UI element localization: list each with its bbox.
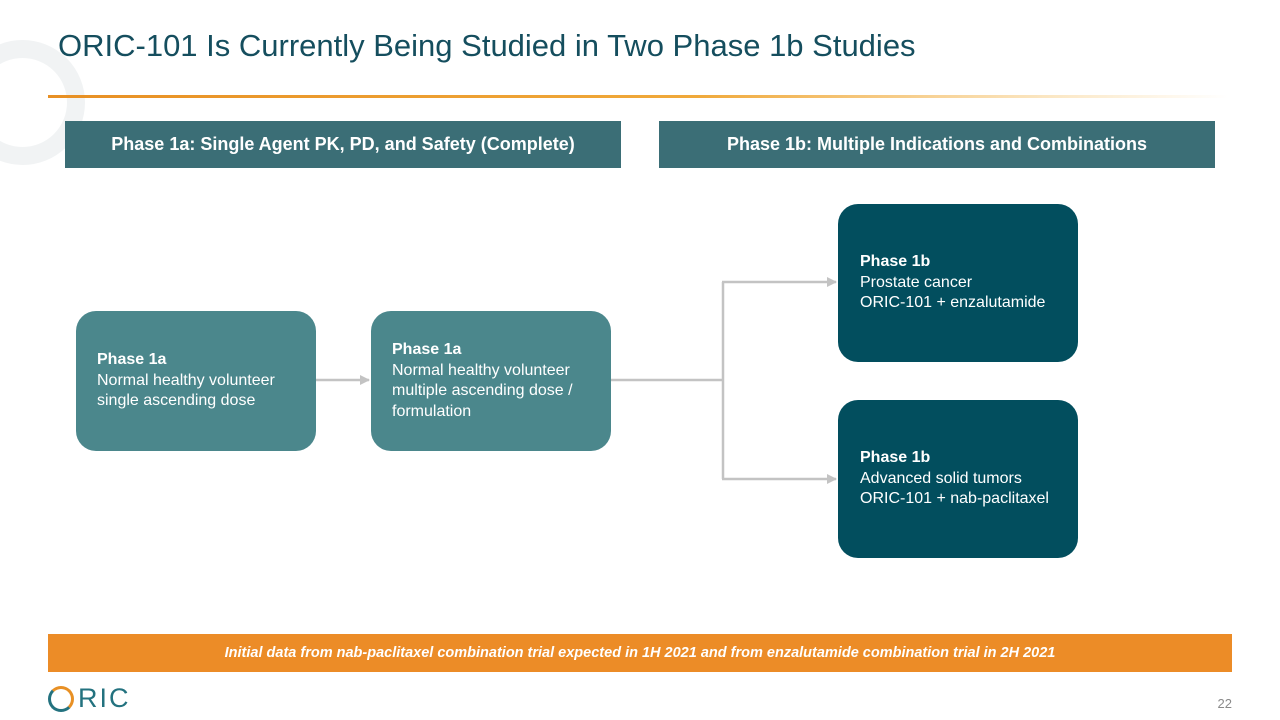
phase-1b-header: Phase 1b: Multiple Indications and Combi… (659, 121, 1215, 168)
oric-logo: RIC (48, 683, 131, 714)
logo-o-mark (48, 685, 74, 712)
logo-text: RIC (78, 683, 131, 713)
page-number: 22 (1217, 696, 1232, 711)
box-title: Phase 1b (860, 253, 931, 271)
box-line: Advanced solid tumors (860, 469, 1022, 487)
box-line: ORIC-101 + nab-paclitaxel (860, 490, 1049, 508)
box-line: ORIC-101 + enzalutamide (860, 294, 1046, 312)
phase-1a-mad-box: Phase 1a Normal healthy volunteer multip… (371, 311, 611, 451)
box-line: Normal healthy volunteer (392, 361, 570, 379)
box-title: Phase 1a (97, 351, 167, 369)
data-timeline-banner: Initial data from nab-paclitaxel combina… (48, 634, 1232, 672)
box-title: Phase 1b (860, 449, 931, 467)
box-title: Phase 1a (392, 341, 462, 358)
box-line: Prostate cancer (860, 273, 973, 291)
phase-1b-prostate-box: Phase 1b Prostate cancer ORIC-101 + enza… (838, 204, 1078, 362)
box-line: formulation (392, 402, 472, 420)
box-line: multiple ascending dose / (392, 382, 573, 399)
box-line: single ascending dose (97, 392, 256, 410)
phase-1b-solid-tumors-box: Phase 1b Advanced solid tumors ORIC-101 … (838, 400, 1078, 558)
slide-title: ORIC-101 Is Currently Being Studied in T… (58, 28, 916, 63)
phase-1a-sad-box: Phase 1a Normal healthy volunteer single… (76, 311, 316, 451)
title-underline (48, 95, 1228, 98)
box-line: Normal healthy volunteer (97, 371, 275, 389)
phase-1a-header: Phase 1a: Single Agent PK, PD, and Safet… (65, 121, 621, 168)
